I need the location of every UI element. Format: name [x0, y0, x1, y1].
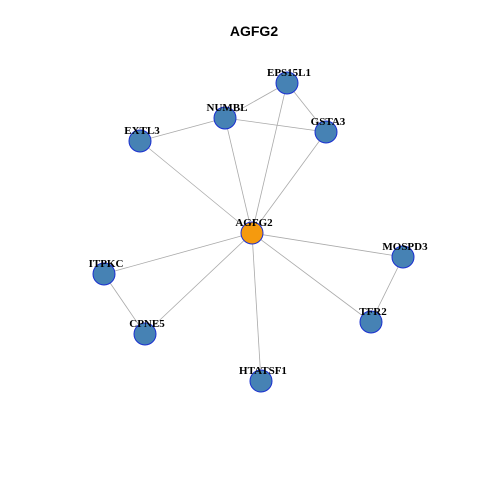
node-label-extl3: EXTL3 [124, 125, 160, 137]
node-htatsf1: HTATSF1 [239, 365, 287, 393]
node-circle-eps15l1 [275, 71, 299, 95]
node-agfg2: AGFG2 [235, 217, 273, 245]
edge-eps15l1-numbl [224, 82, 288, 119]
edge-agfg2-gsta3 [251, 131, 327, 234]
node-label-eps15l1: EPS15L1 [267, 67, 311, 79]
edge-mospd3-tfr2 [370, 256, 404, 323]
node-mospd3: MOSPD3 [382, 241, 428, 269]
node-label-gsta3: GSTA3 [311, 116, 346, 128]
node-circle-tfr2 [359, 310, 383, 334]
graph-title: AGFG2 [230, 23, 278, 39]
node-tfr2: TFR2 [359, 306, 387, 334]
edge-agfg2-numbl [224, 117, 253, 234]
edge-agfg2-mospd3 [251, 232, 404, 258]
node-itpkc: ITPKC [89, 258, 124, 286]
node-label-numbl: NUMBL [207, 102, 248, 114]
node-cpne5: CPNE5 [129, 318, 165, 346]
node-eps15l1: EPS15L1 [267, 67, 311, 95]
node-label-itpkc: ITPKC [89, 258, 124, 270]
node-circle-gsta3 [314, 120, 338, 144]
edge-agfg2-cpne5 [144, 232, 253, 335]
edge-itpkc-cpne5 [103, 273, 146, 335]
node-numbl: NUMBL [207, 102, 248, 130]
node-gsta3: GSTA3 [311, 116, 346, 144]
node-label-tfr2: TFR2 [359, 306, 387, 318]
edge-agfg2-htatsf1 [251, 232, 262, 382]
edge-agfg2-eps15l1 [251, 82, 288, 234]
node-circle-extl3 [128, 129, 152, 153]
node-extl3: EXTL3 [124, 125, 160, 153]
node-label-agfg2: AGFG2 [235, 217, 273, 229]
node-label-mospd3: MOSPD3 [382, 241, 428, 253]
node-circle-mospd3 [391, 245, 415, 269]
edge-numbl-extl3 [139, 117, 226, 142]
edge-agfg2-extl3 [139, 140, 253, 234]
edge-numbl-gsta3 [224, 117, 327, 133]
node-circle-itpkc [92, 262, 116, 286]
node-label-htatsf1: HTATSF1 [239, 365, 287, 377]
node-circle-htatsf1 [249, 369, 273, 393]
node-circle-agfg2 [240, 221, 264, 245]
node-label-cpne5: CPNE5 [129, 318, 165, 330]
node-circle-numbl [213, 106, 237, 130]
node-circle-cpne5 [133, 322, 157, 346]
edge-agfg2-itpkc [103, 232, 253, 275]
edge-agfg2-tfr2 [251, 232, 372, 323]
